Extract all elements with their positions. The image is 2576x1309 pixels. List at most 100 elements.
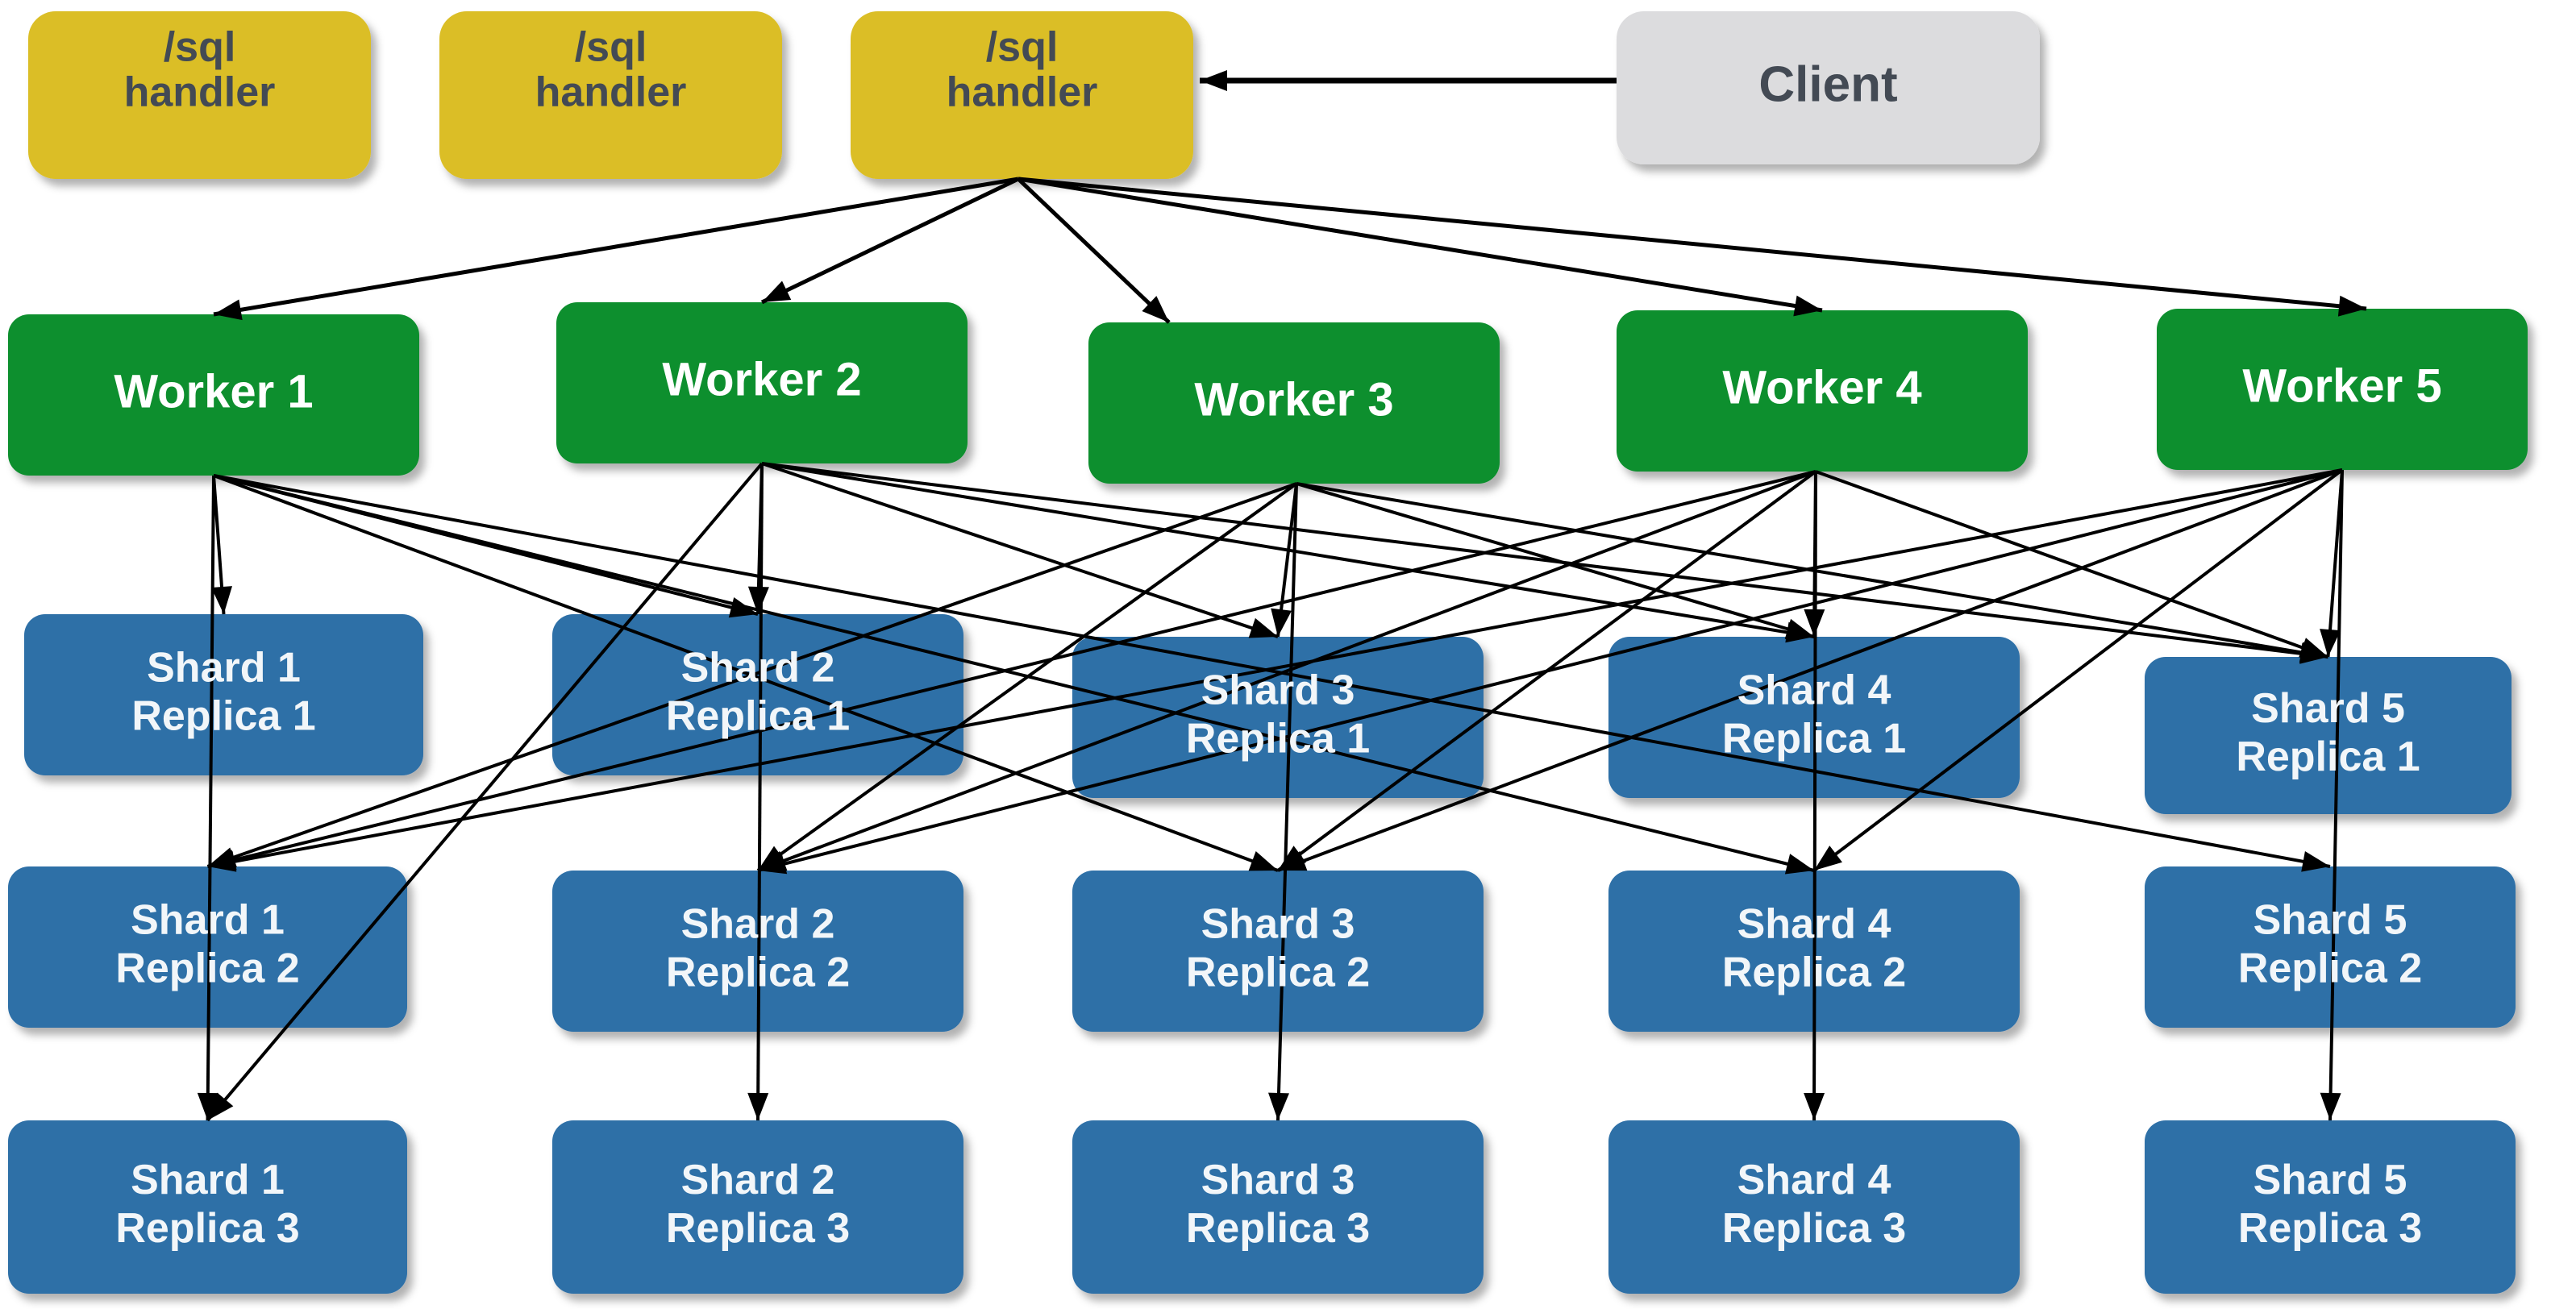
handler-boxes [28, 11, 1193, 179]
edge-worker-1-to-shard-3-replica-2-line [213, 474, 1279, 872]
edge-worker-5-to-shard-5-replica-3-arrowhead [2320, 1092, 2341, 1120]
worker-box-2-rect[interactable] [556, 302, 968, 463]
shard-2-replica-1-box-rect[interactable] [552, 614, 963, 775]
worker-box-5[interactable] [2157, 309, 2528, 470]
edge-worker-3-to-shard-2-replica-2 [756, 482, 1298, 872]
shard-1-replica-1-box-rect[interactable] [24, 614, 423, 775]
edge-worker-1-to-shard-3-replica-2-arrowhead [1248, 850, 1278, 871]
edge-worker-3-to-shard-5-replica-1-line [1296, 482, 2328, 659]
edge-worker-5-to-shard-1-replica-2 [207, 468, 2343, 872]
shard-3-replica-3-box[interactable] [1072, 1120, 1484, 1294]
sql-handler-box-1-rect[interactable] [28, 11, 371, 179]
worker-box-5-rect[interactable] [2157, 309, 2528, 470]
shard-5-replica-2-box-rect[interactable] [2145, 866, 2516, 1028]
shard-5-replica-3-box-rect[interactable] [2145, 1120, 2516, 1294]
edge-worker-1-to-shard-3-replica-2 [213, 474, 1279, 872]
worker-box-2[interactable] [556, 302, 968, 463]
sql-handler-box-3-rect[interactable] [851, 11, 1193, 179]
edge-handler-to-worker-1 [213, 177, 1019, 321]
worker-box-1-rect[interactable] [8, 314, 419, 476]
edge-worker-2-to-shard-2-replica-1 [747, 463, 769, 615]
edge-handler-to-worker-5-line [1017, 177, 2367, 311]
shard-3-replica-2-box[interactable] [1072, 871, 1484, 1032]
sql-handler-box-2[interactable] [439, 11, 782, 179]
edge-worker-1-to-shard-4-replica-2 [213, 474, 1815, 875]
edge-worker-3-to-shard-4-replica-1-arrowhead [1784, 618, 1814, 639]
handler-to-worker-edges [213, 177, 2367, 324]
edge-worker-5-to-shard-1-replica-2-arrowhead [207, 851, 237, 872]
shard-2-replica-1-box[interactable] [552, 614, 963, 775]
edge-worker-3-to-shard-1-replica-2 [206, 482, 1297, 868]
shard-5-replica-3-box[interactable] [2145, 1120, 2516, 1294]
edge-worker-5-to-shard-1-replica-2-line [207, 468, 2343, 868]
edge-worker-3-to-shard-2-replica-2-line [756, 482, 1298, 872]
client-box[interactable] [1617, 11, 2040, 164]
shard-5-replica-2-box[interactable] [2145, 866, 2516, 1028]
edge-handler-to-worker-4-line [1017, 177, 1823, 313]
edge-worker-1-to-shard-1-replica-1-arrowhead [211, 586, 233, 614]
edge-worker-3-to-shard-4-replica-1-line [1296, 482, 1815, 638]
edge-worker-5-to-shard-4-replica-2 [1812, 468, 2344, 872]
edge-worker-5-to-shard-4-replica-2-arrowhead [1814, 846, 1842, 871]
edge-worker-3-to-shard-3-replica-3-arrowhead [1267, 1092, 1289, 1120]
shard-3-replica-2-box-rect[interactable] [1072, 871, 1484, 1032]
worker-box-1[interactable] [8, 314, 419, 476]
sql-handler-box-3[interactable] [851, 11, 1193, 179]
edge-worker-5-to-shard-5-replica-1-arrowhead [2320, 629, 2341, 657]
shard-5-replica-1-box-rect[interactable] [2145, 657, 2511, 814]
worker-box-4[interactable] [1617, 310, 2028, 472]
edge-worker-2-to-shard-5-replica-1-line [761, 462, 2328, 659]
edge-worker-5-to-shard-3-replica-2-line [1277, 468, 2343, 872]
edge-worker-1-to-shard-5-replica-2-arrowhead [2301, 851, 2330, 872]
edge-handler-to-worker-5-arrowhead [2337, 295, 2366, 317]
edge-handler-to-worker-4-arrowhead [1793, 295, 1822, 317]
worker-box-4-rect[interactable] [1617, 310, 2028, 472]
edge-worker-5-to-shard-5-replica-3 [2320, 469, 2344, 1121]
edge-worker-5-to-shard-2-replica-2-arrowhead [758, 854, 788, 875]
edge-worker-1-to-shard-1-replica-3 [197, 475, 218, 1121]
edge-handler-to-worker-4 [1017, 177, 1823, 317]
edge-client-to-sql-handler-arrowhead [1200, 70, 1227, 91]
shard-2-replica-3-box[interactable] [552, 1120, 963, 1294]
sql-handler-box-2-rect[interactable] [439, 11, 782, 179]
worker-box-3[interactable] [1088, 322, 1500, 484]
edge-worker-3-to-shard-1-replica-2-line [206, 482, 1297, 868]
edge-worker-2-to-shard-2-replica-3-line [756, 463, 764, 1121]
edge-handler-to-worker-2 [760, 177, 1020, 305]
client-to-handler-edges [1200, 70, 1617, 91]
worker-box-3-rect[interactable] [1088, 322, 1500, 484]
shard-3-replica-1-box-rect[interactable] [1072, 637, 1484, 798]
edge-handler-to-worker-2-line [760, 177, 1020, 305]
shard-3-replica-3-box-rect[interactable] [1072, 1120, 1484, 1294]
edge-worker-4-to-shard-4-replica-3-arrowhead [1804, 1092, 1825, 1120]
shard-1-replica-2-box-rect[interactable] [8, 866, 407, 1028]
edge-worker-1-to-shard-4-replica-2-line [213, 474, 1815, 872]
shard-3-replica-1-box[interactable] [1072, 637, 1484, 798]
shard-4-replica-3-box-rect[interactable] [1608, 1120, 2020, 1294]
edge-worker-1-to-shard-5-replica-2 [213, 474, 2331, 872]
edge-handler-to-worker-1-line [213, 177, 1019, 317]
sql-handler-box-1[interactable] [28, 11, 371, 179]
shard-1-replica-3-box[interactable] [8, 1120, 407, 1294]
edge-worker-5-to-shard-5-replica-3-line [2328, 469, 2344, 1121]
edge-client-to-sql-handler [1200, 70, 1617, 91]
shard-5-replica-1-box[interactable] [2145, 657, 2511, 814]
edge-worker-2-to-shard-2-replica-1-arrowhead [747, 586, 769, 614]
shard-4-replica-3-box[interactable] [1608, 1120, 2020, 1294]
edge-handler-to-worker-5 [1017, 177, 2367, 317]
edge-worker-3-to-shard-3-replica-1 [1271, 483, 1298, 638]
shard-1-replica-2-box[interactable] [8, 866, 407, 1028]
edge-worker-1-to-shard-1-replica-3-arrowhead [197, 1092, 218, 1120]
edge-handler-to-worker-3 [1017, 177, 1171, 324]
edge-handler-to-worker-3-line [1017, 177, 1171, 324]
edge-worker-4-to-shard-5-replica-1 [1815, 470, 2329, 659]
edge-handler-to-worker-1-arrowhead [214, 299, 243, 321]
shard-2-replica-3-box-rect[interactable] [552, 1120, 963, 1294]
shard-1-replica-1-box[interactable] [24, 614, 423, 775]
edge-worker-2-to-shard-3-replica-1-arrowhead [1248, 617, 1278, 638]
edge-worker-5-to-shard-3-replica-2 [1277, 468, 2343, 872]
edge-worker-1-to-shard-5-replica-2-line [213, 474, 2331, 868]
client-box-rect[interactable] [1617, 11, 2040, 164]
shard-1-replica-3-box-rect[interactable] [8, 1120, 407, 1294]
